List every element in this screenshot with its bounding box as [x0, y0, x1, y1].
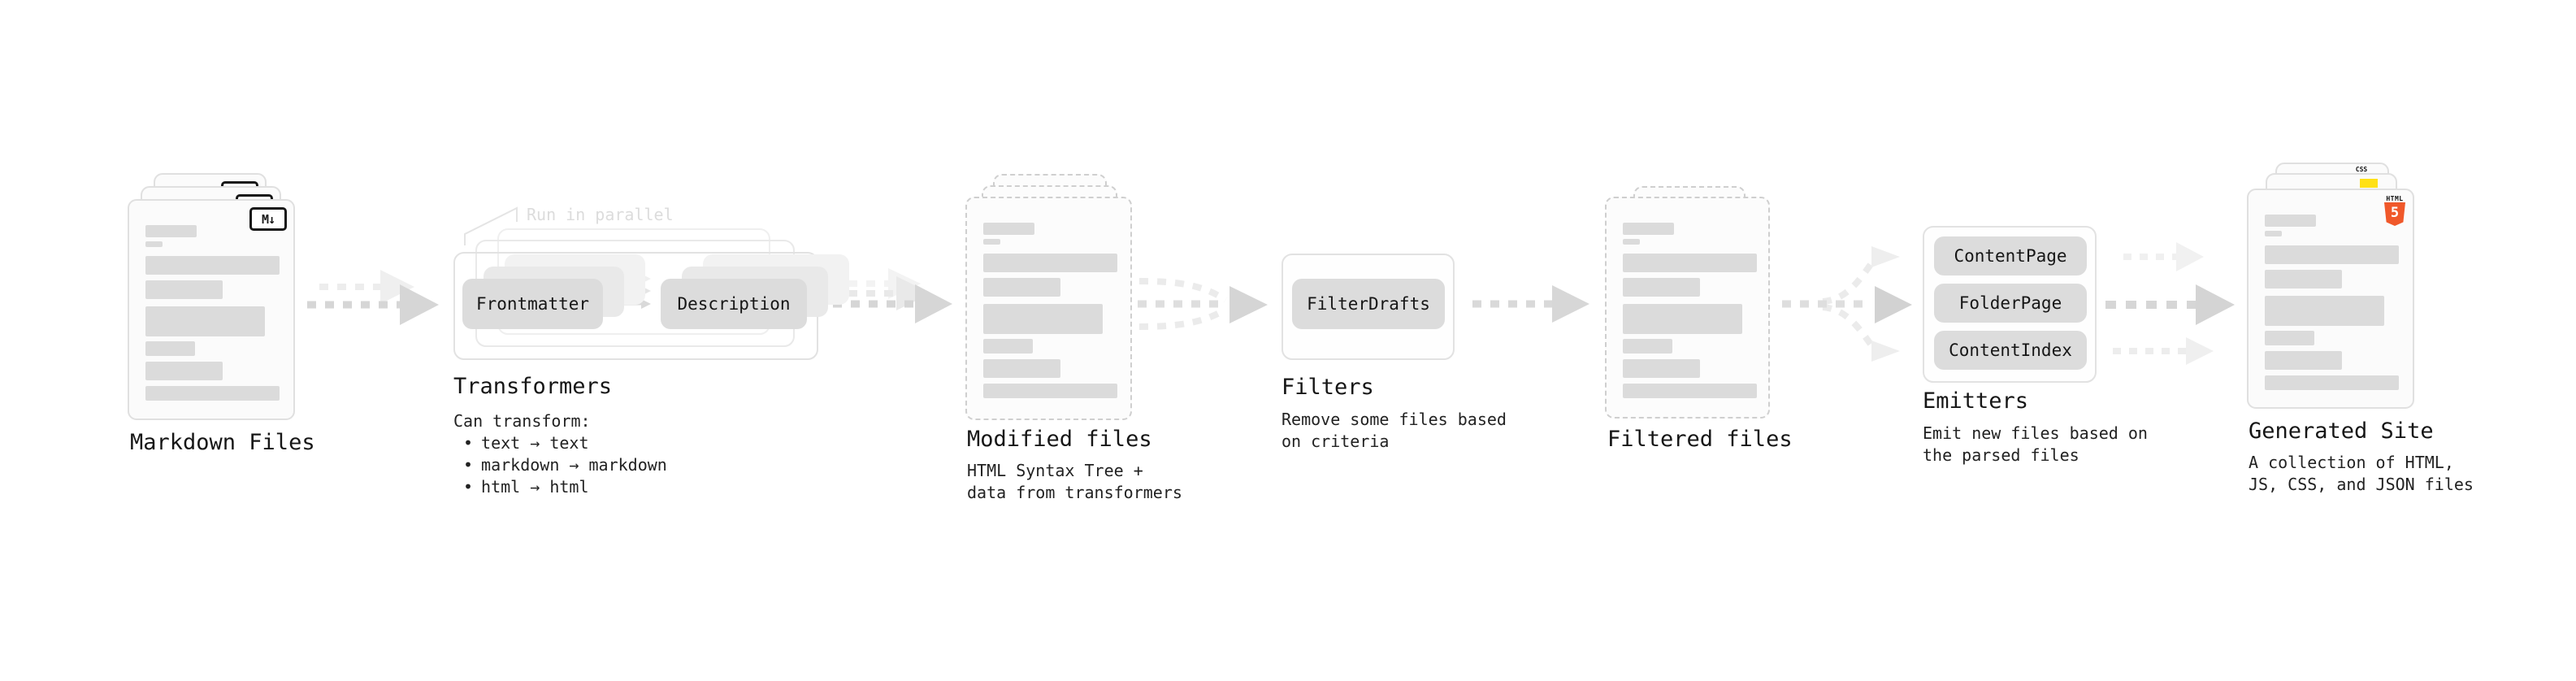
- transformers-bullet-1-text: text → text: [481, 433, 589, 453]
- arrow-modified-to-filters-converging: [1138, 278, 1268, 330]
- placeholder-bar: [2265, 215, 2316, 227]
- placeholder-bar: [983, 304, 1103, 334]
- placeholder-bar: [2265, 375, 2399, 390]
- placeholder-bar: [1623, 304, 1742, 334]
- placeholder-bar: [145, 362, 223, 380]
- placeholder-bar: [145, 386, 280, 401]
- placeholder-bar: [2265, 270, 2342, 288]
- generated-desc-line-1: A collection of HTML,: [2249, 453, 2454, 472]
- filters-desc-line-2: on criteria: [1281, 432, 1390, 451]
- emitters-label: Emitters: [1923, 388, 2029, 414]
- placeholder-bar: [145, 225, 197, 237]
- transformers-bullet-2: • markdown → markdown: [453, 454, 667, 476]
- folderpage-pill: FolderPage: [1934, 284, 2087, 323]
- placeholder-bar: [145, 241, 163, 247]
- arrow-emitters-to-generated: [2105, 242, 2235, 365]
- markdown-file-card-front: M↓: [128, 199, 295, 420]
- placeholder-bar: [145, 341, 195, 356]
- filtered-files-label: Filtered files: [1607, 427, 1793, 452]
- placeholder-bar: [983, 339, 1033, 354]
- placeholder-bar: [1623, 223, 1674, 235]
- frontmatter-box: Frontmatter: [462, 279, 603, 329]
- transformers-desc-title: Can transform:: [453, 411, 591, 431]
- contentpage-pill: ContentPage: [1934, 236, 2087, 275]
- placeholder-bar: [145, 306, 265, 336]
- generated-site-description: A collection of HTML, JS, CSS, and JSON …: [2249, 452, 2474, 496]
- placeholder-bar: [1623, 254, 1757, 272]
- transformers-label: Transformers: [453, 374, 613, 399]
- placeholder-bar: [983, 239, 1000, 245]
- transformers-bullet-2-text: markdown → markdown: [481, 455, 667, 475]
- placeholder-bar: [1623, 278, 1700, 297]
- placeholder-bar: [2265, 245, 2399, 264]
- description-box: Description: [661, 279, 807, 329]
- transformers-bullet-3: • html → html: [453, 476, 667, 498]
- transformers-bullet-3-text: html → html: [481, 477, 589, 497]
- modified-files-description: HTML Syntax Tree + data from transformer…: [967, 460, 1182, 504]
- modified-files-label: Modified files: [967, 427, 1152, 452]
- html5-caption: HTML: [2386, 195, 2404, 202]
- emitters-description: Emit new files based on the parsed files: [1923, 423, 2148, 466]
- html5-shield-icon: 5: [2384, 202, 2405, 226]
- modified-file-card-front: [965, 197, 1132, 420]
- placeholder-bar: [983, 254, 1117, 272]
- placeholder-bar: [1623, 384, 1757, 398]
- placeholder-bar: [2265, 296, 2384, 326]
- placeholder-bar: [145, 256, 280, 275]
- placeholder-bar: [983, 223, 1034, 235]
- bullet-icon: •: [463, 433, 474, 453]
- filters-desc-line-1: Remove some files based: [1281, 410, 1507, 429]
- placeholder-bar: [2265, 351, 2342, 370]
- filtered-file-card-front: [1605, 197, 1770, 419]
- placeholder-bar: [2265, 331, 2314, 345]
- modified-desc-line-2: data from transformers: [967, 483, 1182, 502]
- generated-file-card-html: HTML 5: [2247, 189, 2414, 409]
- generated-desc-line-2: JS, CSS, and JSON files: [2249, 475, 2474, 494]
- modified-desc-line-1: HTML Syntax Tree +: [967, 461, 1143, 480]
- placeholder-bar: [983, 359, 1060, 378]
- bullet-icon: •: [463, 455, 474, 475]
- arrow-markdown-to-transformers: [307, 270, 439, 325]
- placeholder-bar: [1623, 359, 1700, 378]
- arrow-filtered-to-emitters-diverging: [1782, 246, 1912, 362]
- emitters-desc-line-1: Emit new files based on: [1923, 423, 2148, 443]
- bullet-icon: •: [463, 477, 474, 497]
- filters-description: Remove some files based on criteria: [1281, 409, 1507, 453]
- transformers-bullet-1: • text → text: [453, 432, 667, 454]
- generated-site-label: Generated Site: [2249, 419, 2434, 444]
- emitters-desc-line-2: the parsed files: [1923, 445, 2079, 465]
- markdown-badge-icon: M↓: [249, 207, 287, 231]
- placeholder-bar: [1623, 239, 1640, 245]
- filterdrafts-box: FilterDrafts: [1292, 279, 1445, 329]
- run-in-parallel-note: Run in parallel: [527, 205, 674, 224]
- markdown-files-label: Markdown Files: [130, 430, 315, 455]
- placeholder-bar: [983, 278, 1060, 297]
- css-badge-text: CSS: [2355, 166, 2368, 173]
- placeholder-bar: [145, 280, 223, 299]
- placeholder-bar: [983, 384, 1117, 398]
- js-file-icon: [2360, 179, 2378, 188]
- html5-logo-icon: HTML 5: [2384, 195, 2405, 226]
- placeholder-bar: [1623, 339, 1672, 354]
- placeholder-bar: [2265, 231, 2282, 236]
- contentindex-pill: ContentIndex: [1934, 331, 2087, 370]
- arrow-filters-to-filtered: [1472, 285, 1589, 323]
- filters-label: Filters: [1281, 375, 1374, 400]
- transformers-description: Can transform: • text → text • markdown …: [453, 410, 667, 498]
